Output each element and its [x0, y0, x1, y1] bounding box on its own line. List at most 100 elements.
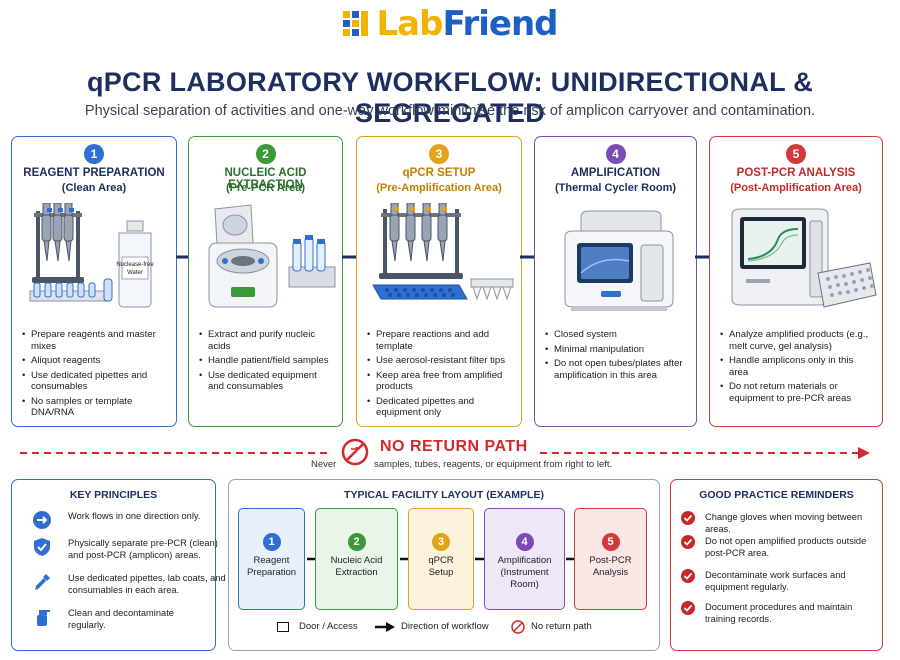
- list-item: Decontaminate work surfaces and equipmen…: [681, 569, 874, 599]
- stage-title: NUCLEIC ACID EXTRACTION: [224, 167, 307, 191]
- check-circle-icon: [681, 535, 695, 549]
- check-circle-icon: [681, 601, 695, 615]
- principle-text: Use dedicated pipettes, lab coats, and c…: [68, 573, 226, 595]
- stage-post-pcr-analysis: 5 POST-PCR ANALYSIS (Post-Amplification …: [709, 136, 883, 427]
- pipette-icon: [32, 572, 52, 592]
- room-label: Reagent Preparation: [246, 555, 297, 578]
- facility-room-3: 3 qPCR Setup: [408, 508, 474, 610]
- no-return-dashed-arrow: [20, 447, 870, 459]
- list-item: Do not open amplified products outside p…: [681, 535, 874, 565]
- logo-text: LabFriend: [376, 4, 558, 44]
- stage-subtitle: (Thermal Cycler Room): [554, 182, 677, 194]
- stage-bullet-list: Analyze amplified products (e.g., melt c…: [720, 329, 874, 407]
- list-item: Prepare reactions and add template: [367, 329, 513, 352]
- room-label: qPCR Setup: [428, 555, 454, 578]
- stage-bullet-list: Prepare reagents and master mixes Aliquo…: [22, 329, 168, 422]
- stage-title: REAGENT PREPARATION: [23, 167, 165, 179]
- list-item: Minimal manipulation: [545, 344, 688, 356]
- spray-bottle-icon: [32, 607, 52, 627]
- stage-reagent-preparation: 1 REAGENT PREPARATION (Clean Area) Nucle…: [11, 136, 177, 427]
- pipettes-and-water-bottle-icon: Nuclease-free Water: [18, 202, 170, 317]
- good-practice-panel: GOOD PRACTICE REMINDERS Change gloves wh…: [670, 479, 883, 651]
- list-item: Use dedicated equipment and consumables: [199, 370, 334, 393]
- list-item: No samples or template DNA/RNA: [22, 396, 168, 419]
- list-item: Dedicated pipettes and equipment only: [367, 396, 513, 419]
- page-subtitle: Physical separation of activities and on…: [84, 103, 816, 119]
- stage-bullet-list: Prepare reactions and add template Use a…: [367, 329, 513, 422]
- room-number-badge: 4: [515, 533, 534, 551]
- page-title: qPCR LABORATORY WORKFLOW: UNIDIRECTIONAL…: [86, 67, 814, 128]
- stage-subtitle: (Clean Area): [61, 182, 127, 194]
- direction-arrow-icon: [375, 622, 395, 632]
- list-item: Clean and decontaminate regularly.: [26, 607, 207, 637]
- principle-text: Work flows in one direction only.: [68, 511, 201, 521]
- room-label: Post-PCR Analysis: [589, 555, 632, 578]
- no-entry-icon: [511, 620, 525, 634]
- list-item: Prepare reagents and master mixes: [22, 329, 168, 352]
- list-item: Handle patient/field samples: [199, 355, 334, 367]
- stage-number-badge: 5: [786, 144, 806, 164]
- stage-number-badge: 1: [84, 144, 104, 164]
- list-item: Do not return materials or equipment to …: [720, 381, 874, 404]
- no-return-title: NO RETURN PATH: [380, 438, 528, 455]
- svg-text:Nuclease-free: Nuclease-free: [116, 262, 154, 268]
- analyzer-with-plate-icon: [716, 203, 877, 317]
- reminder-text: Document procedures and maintain trainin…: [705, 602, 853, 624]
- panel-title: KEY PRINCIPLES: [69, 489, 158, 501]
- reminder-text: Decontaminate work surfaces and equipmen…: [705, 570, 846, 592]
- list-item: Aliquot reagents: [22, 355, 168, 367]
- stage-number-badge: 3: [429, 144, 449, 164]
- list-item: Work flows in one direction only.: [26, 510, 207, 540]
- room-label: Amplification (Instrument Room): [497, 555, 552, 590]
- stage-bullet-list: Closed system Minimal manipulation Do no…: [545, 329, 688, 384]
- reminder-text: Do not open amplified products outside p…: [705, 536, 867, 558]
- shield-check-icon: [32, 537, 52, 557]
- legend-door: Door / Access: [299, 621, 358, 632]
- stage-title: POST-PCR ANALYSIS: [736, 167, 856, 179]
- stage-nucleic-acid-extraction: 2 NUCLEIC ACID EXTRACTION (Pre-PCR Area)…: [188, 136, 343, 427]
- stage-amplification: 4 AMPLIFICATION (Thermal Cycler Room) Cl…: [534, 136, 697, 427]
- list-item: Document procedures and maintain trainin…: [681, 601, 874, 631]
- no-return-text: samples, tubes, reagents, or equipment f…: [374, 459, 613, 470]
- stage-subtitle: (Pre-PCR Area): [225, 182, 306, 194]
- stage-number-badge: 2: [255, 144, 276, 164]
- list-item: Keep area free from amplified products: [367, 370, 513, 393]
- labfriend-logo: LabFriend: [0, 4, 900, 44]
- list-item: Use dedicated pipettes and consumables: [22, 370, 168, 393]
- stage-qpcr-setup: 3 qPCR SETUP (Pre-Amplification Area): [356, 136, 522, 427]
- list-item: Use dedicated pipettes, lab coats, and c…: [26, 572, 226, 602]
- thermal-cycler-icon: [541, 203, 690, 317]
- facility-room-4: 4 Amplification (Instrument Room): [484, 508, 565, 610]
- key-principles-panel: KEY PRINCIPLES Work flows in one directi…: [11, 479, 226, 651]
- arrow-right-circle-icon: [32, 510, 52, 530]
- list-item: Analyze amplified products (e.g., melt c…: [720, 329, 874, 352]
- svg-text:Water: Water: [127, 270, 143, 276]
- panel-title: TYPICAL FACILITY LAYOUT (EXAMPLE): [344, 489, 544, 501]
- facility-layout-panel: TYPICAL FACILITY LAYOUT (EXAMPLE) 1 Reag…: [228, 479, 660, 651]
- facility-legend: Door / Access Direction of workflow No r…: [229, 620, 659, 636]
- no-entry-icon: [341, 438, 369, 466]
- stage-title: qPCR SETUP: [402, 167, 476, 179]
- check-circle-icon: [681, 569, 695, 583]
- list-item: Use aerosol-resistant filter tips: [367, 355, 513, 367]
- room-number-badge: 3: [432, 533, 450, 551]
- list-item: Extract and purify nucleic acids: [199, 329, 334, 352]
- room-number-badge: 2: [347, 533, 366, 551]
- room-label: Nucleic Acid Extraction: [330, 555, 383, 578]
- stage-subtitle: (Pre-Amplification Area): [376, 182, 502, 194]
- stage-number-badge: 4: [605, 144, 626, 164]
- facility-room-2: 2 Nucleic Acid Extraction: [315, 508, 398, 610]
- centrifuge-icon: [195, 203, 336, 317]
- room-number-badge: 1: [262, 533, 281, 551]
- panel-title: GOOD PRACTICE REMINDERS: [699, 489, 854, 501]
- legend-direction: Direction of workflow: [401, 621, 489, 632]
- facility-room-1: 1 Reagent Preparation: [238, 508, 305, 610]
- door-icon: [277, 622, 289, 632]
- list-item: Change gloves when moving between areas.: [681, 511, 874, 541]
- stage-subtitle: (Post-Amplification Area): [730, 182, 862, 194]
- no-return-never: Never: [311, 459, 337, 470]
- list-item: Do not open tubes/plates after amplifica…: [545, 358, 688, 381]
- logo-mark-icon: [342, 8, 372, 40]
- stage-bullet-list: Extract and purify nucleic acids Handle …: [199, 329, 334, 396]
- legend-no-return: No return path: [531, 621, 592, 632]
